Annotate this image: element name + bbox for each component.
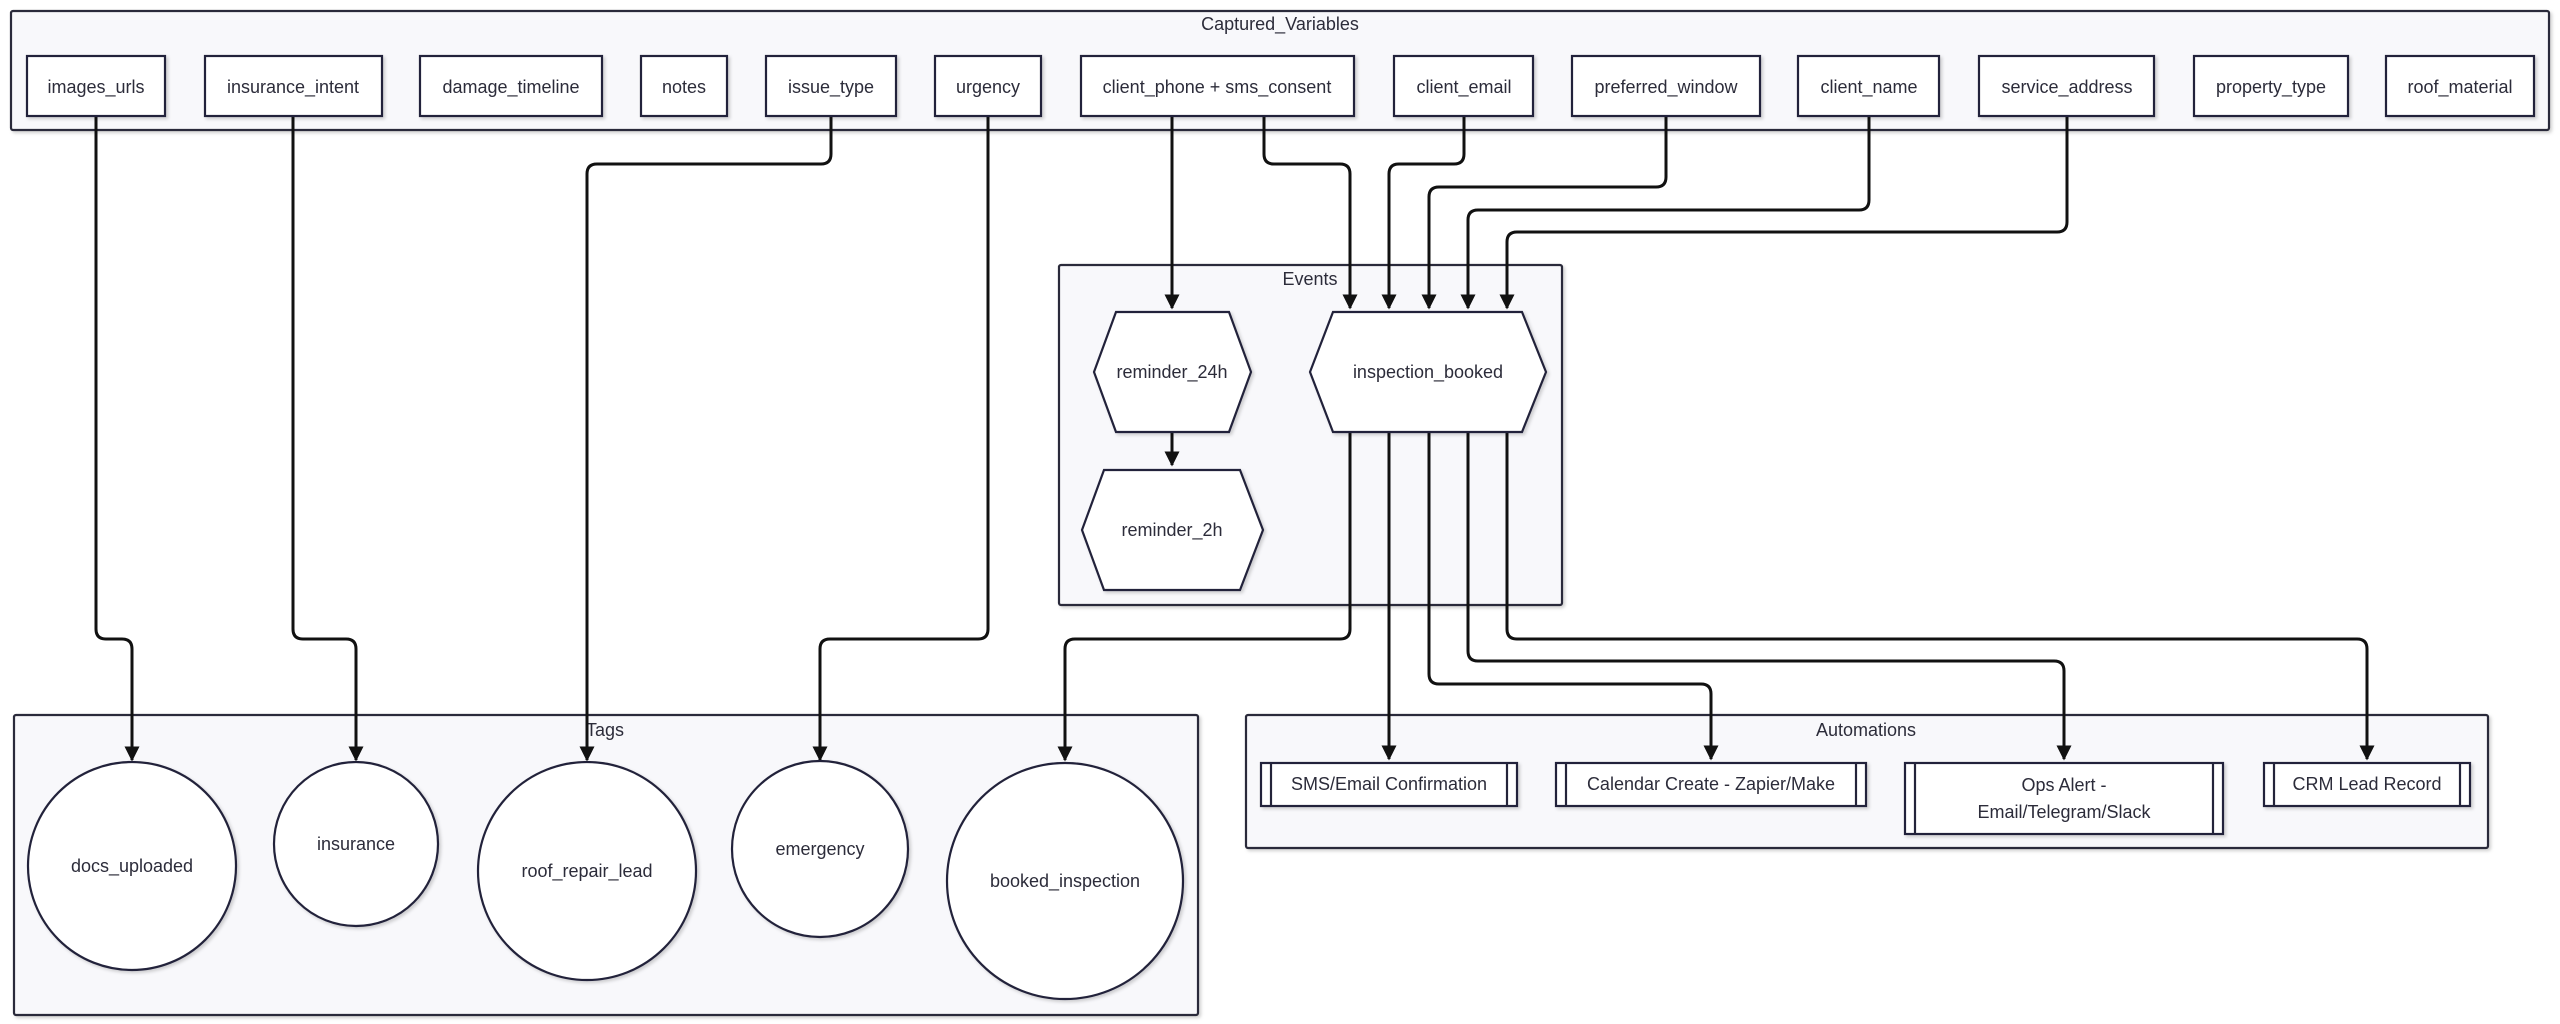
var-damage-timeline[interactable]: damage_timeline xyxy=(418,54,604,118)
var-client-phone-sms-consent[interactable]: client_phone + sms_consent xyxy=(1079,54,1356,118)
edge-inspection-to-ops-alert xyxy=(1466,432,2072,761)
var-damage-timeline-label: damage_timeline xyxy=(442,77,579,98)
edge-inspection-to-booked-tag xyxy=(1057,432,1352,762)
var-service-address[interactable]: service_address xyxy=(1977,54,2156,118)
tag-docs-uploaded-label: docs_uploaded xyxy=(71,856,193,877)
edge-images-to-docs xyxy=(94,116,140,762)
var-urgency-label: urgency xyxy=(956,77,1020,97)
var-issue-type[interactable]: issue_type xyxy=(764,54,898,118)
var-client-phone-label: client_phone + sms_consent xyxy=(1103,77,1332,98)
automation-sms-email-label: SMS/Email Confirmation xyxy=(1291,774,1487,794)
event-reminder-2h[interactable]: reminder_2h xyxy=(1080,468,1265,592)
var-service-address-label: service_address xyxy=(2001,77,2132,98)
tag-insurance[interactable]: insurance xyxy=(272,760,440,928)
tag-docs-uploaded[interactable]: docs_uploaded xyxy=(26,760,238,972)
var-insurance-intent-label: insurance_intent xyxy=(227,77,359,98)
tag-roof-repair-lead-label: roof_repair_lead xyxy=(521,861,652,882)
automations-title: Automations xyxy=(1816,720,1916,740)
automation-ops-alert[interactable]: Ops Alert - Email/Telegram/Slack xyxy=(1903,761,2225,836)
var-images-urls-label: images_urls xyxy=(47,77,144,98)
var-roof-material[interactable]: roof_material xyxy=(2384,54,2536,118)
var-property-type[interactable]: property_type xyxy=(2192,54,2350,118)
edge-name-to-inspection xyxy=(1460,116,1871,310)
edges xyxy=(94,116,2375,762)
var-preferred-window[interactable]: preferred_window xyxy=(1570,54,1762,118)
tag-emergency-label: emergency xyxy=(775,839,864,859)
event-nodes: reminder_24h reminder_2h inspection_book… xyxy=(1080,310,1548,592)
automation-calendar-create[interactable]: Calendar Create - Zapier/Make xyxy=(1554,761,1868,808)
event-reminder-2h-label: reminder_2h xyxy=(1121,520,1222,541)
var-notes[interactable]: notes xyxy=(639,54,729,118)
var-roof-material-label: roof_material xyxy=(2407,77,2512,98)
var-client-email[interactable]: client_email xyxy=(1392,54,1535,118)
variable-nodes: images_urls insurance_intent damage_time… xyxy=(25,54,2536,118)
event-reminder-24h[interactable]: reminder_24h xyxy=(1092,310,1253,434)
event-inspection-booked[interactable]: inspection_booked xyxy=(1308,310,1548,434)
automation-crm-lead-record[interactable]: CRM Lead Record xyxy=(2262,761,2472,808)
tag-roof-repair-lead[interactable]: roof_repair_lead xyxy=(476,760,698,982)
var-client-name[interactable]: client_name xyxy=(1796,54,1941,118)
var-issue-type-label: issue_type xyxy=(788,77,874,98)
tag-nodes: docs_uploaded insurance roof_repair_lead… xyxy=(26,759,1185,1001)
edge-inspection-to-crm xyxy=(1505,432,2375,761)
tag-emergency[interactable]: emergency xyxy=(730,759,910,939)
edge-issue-type-to-roof-repair xyxy=(579,116,833,762)
var-insurance-intent[interactable]: insurance_intent xyxy=(203,54,384,118)
automation-sms-email-confirmation[interactable]: SMS/Email Confirmation xyxy=(1259,761,1519,808)
var-preferred-window-label: preferred_window xyxy=(1594,77,1738,98)
edge-insurance-intent-to-insurance xyxy=(291,116,364,762)
tags-title: Tags xyxy=(586,720,624,740)
edge-address-to-inspection xyxy=(1499,116,2069,310)
automation-calendar-label: Calendar Create - Zapier/Make xyxy=(1587,774,1835,794)
var-urgency[interactable]: urgency xyxy=(933,54,1043,118)
tag-booked-inspection-label: booked_inspection xyxy=(990,871,1140,892)
tag-booked-inspection[interactable]: booked_inspection xyxy=(945,761,1185,1001)
automation-ops-alert-label-line2: Email/Telegram/Slack xyxy=(1977,802,2151,822)
var-images-urls[interactable]: images_urls xyxy=(25,54,167,118)
edge-email-to-inspection xyxy=(1381,116,1466,310)
edge-phone-to-inspection xyxy=(1262,116,1358,310)
edge-urgency-to-emergency xyxy=(812,116,990,762)
event-inspection-booked-label: inspection_booked xyxy=(1353,362,1503,383)
var-property-type-label: property_type xyxy=(2216,77,2326,98)
tag-insurance-label: insurance xyxy=(317,834,395,854)
var-notes-label: notes xyxy=(662,77,706,97)
var-client-email-label: client_email xyxy=(1416,77,1511,98)
automation-ops-alert-label-line1: Ops Alert - xyxy=(2021,775,2106,795)
captured-variables-title: Captured_Variables xyxy=(1201,14,1359,35)
events-title: Events xyxy=(1282,269,1337,289)
event-reminder-24h-label: reminder_24h xyxy=(1116,362,1227,383)
var-client-name-label: client_name xyxy=(1820,77,1917,98)
automation-nodes: SMS/Email Confirmation Calendar Create -… xyxy=(1259,761,2472,836)
edge-inspection-to-calendar xyxy=(1427,432,1719,761)
edge-window-to-inspection xyxy=(1421,116,1668,310)
automation-crm-label: CRM Lead Record xyxy=(2292,774,2441,794)
